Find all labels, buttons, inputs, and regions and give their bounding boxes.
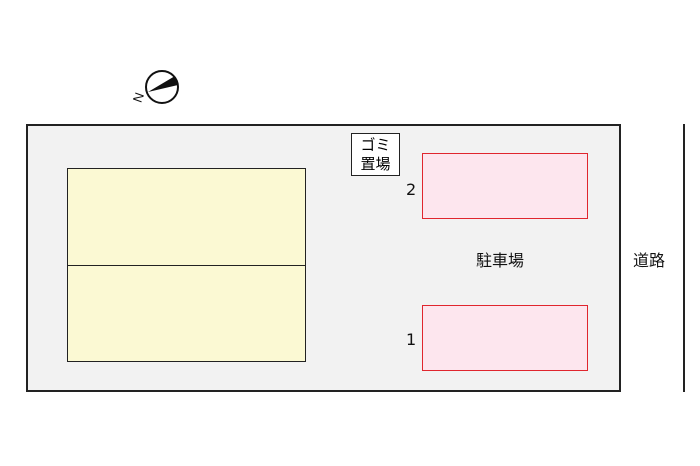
garbage-area-label-1: ゴミ [360, 136, 391, 154]
garbage-area: ゴミ 置場 [351, 133, 400, 176]
building-unit-upper [67, 168, 306, 266]
north-compass-icon: N [130, 70, 179, 104]
compass-north-label: N [130, 90, 147, 104]
parking-label: 駐車場 [476, 251, 525, 270]
parking-space-1-number: 1 [406, 330, 417, 349]
parking-space-1 [422, 305, 588, 371]
garbage-area-label-2: 置場 [360, 155, 391, 173]
road-edge-line [683, 124, 685, 392]
parking-space-2-number: 2 [406, 180, 417, 199]
parking-space-2 [422, 153, 588, 219]
road-label: 道路 [633, 251, 666, 270]
building-unit-lower [67, 265, 306, 362]
